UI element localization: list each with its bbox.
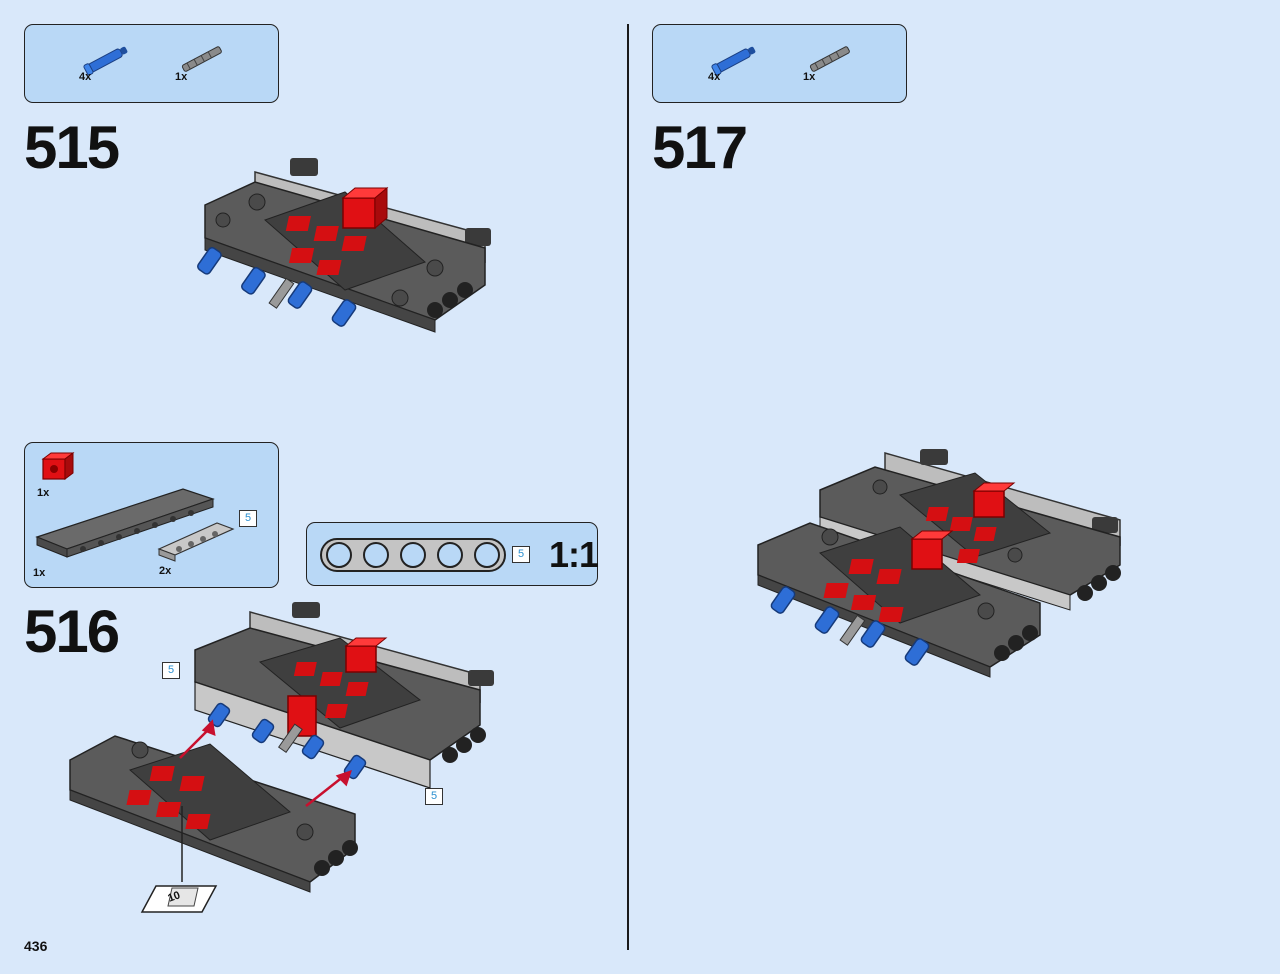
parts-callout-517: 4x 1x <box>652 24 907 103</box>
step-number: 517 <box>652 114 748 181</box>
part-qty: 1x <box>37 487 50 499</box>
blue-pin-icon <box>83 46 128 76</box>
part-qty: 4x <box>708 71 721 83</box>
dark-beam-icon <box>35 488 215 558</box>
step-number: 515 <box>24 114 120 181</box>
blue-pin-icon <box>711 46 756 76</box>
parts-callout-515: 4x 1x <box>24 24 279 103</box>
step-number: 516 <box>24 598 120 665</box>
model-assembly-516 <box>69 602 494 893</box>
scale-ratio: 1:1 <box>549 534 599 575</box>
sticker-icon <box>140 885 218 913</box>
light-beam-icon <box>157 522 235 562</box>
grey-axle-icon <box>181 46 222 72</box>
part-qty: 1x <box>803 71 816 83</box>
part-qty: 1x <box>33 567 46 579</box>
red-connector-icon <box>41 452 75 480</box>
page-divider <box>627 24 629 950</box>
length-badge: 5 <box>239 510 257 527</box>
scale-callout: 5 1:1 <box>306 522 599 586</box>
length-badge: 5 <box>425 788 443 805</box>
length-badge: 5 <box>512 546 530 563</box>
beam-scale-icon <box>320 538 506 572</box>
part-qty: 2x <box>159 565 172 577</box>
parts-callout-516: 1x 1x 2x 5 <box>24 442 279 588</box>
part-qty: 1x <box>175 71 188 83</box>
model-assembly-517 <box>757 449 1121 678</box>
model-assembly-515 <box>197 158 491 333</box>
part-qty: 4x <box>79 71 92 83</box>
grey-axle-icon <box>809 46 850 72</box>
page-number: 436 <box>24 938 48 954</box>
length-badge: 5 <box>162 662 180 679</box>
